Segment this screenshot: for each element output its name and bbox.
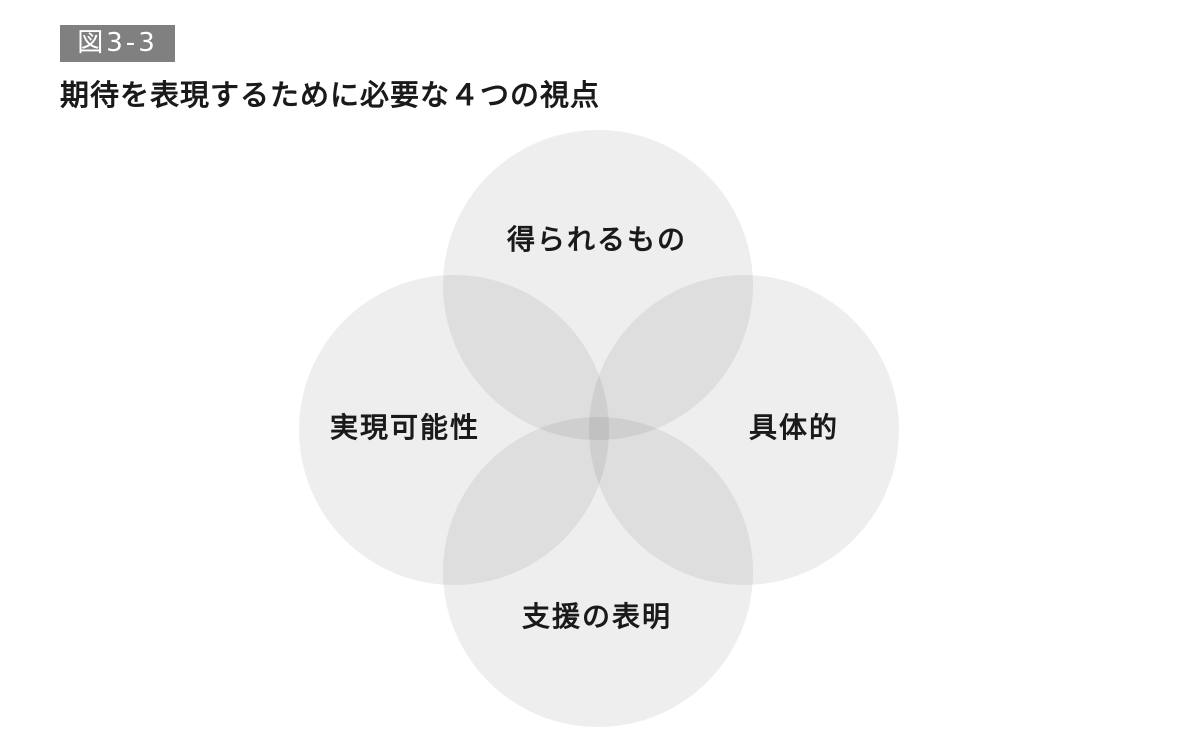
- circle-right: [589, 275, 899, 585]
- label-top: 得られるもの: [506, 223, 688, 256]
- label-left: 実現可能性: [329, 411, 481, 444]
- diagram-title: 期待を表現するために必要な４つの視点: [60, 78, 601, 112]
- circle-bottom: [443, 417, 753, 727]
- figure-number-badge: 図3-3: [60, 25, 175, 62]
- label-bottom: 支援の表明: [521, 600, 673, 633]
- circle-top: [443, 130, 753, 440]
- label-right: 具体的: [748, 411, 840, 444]
- circle-left: [299, 275, 609, 585]
